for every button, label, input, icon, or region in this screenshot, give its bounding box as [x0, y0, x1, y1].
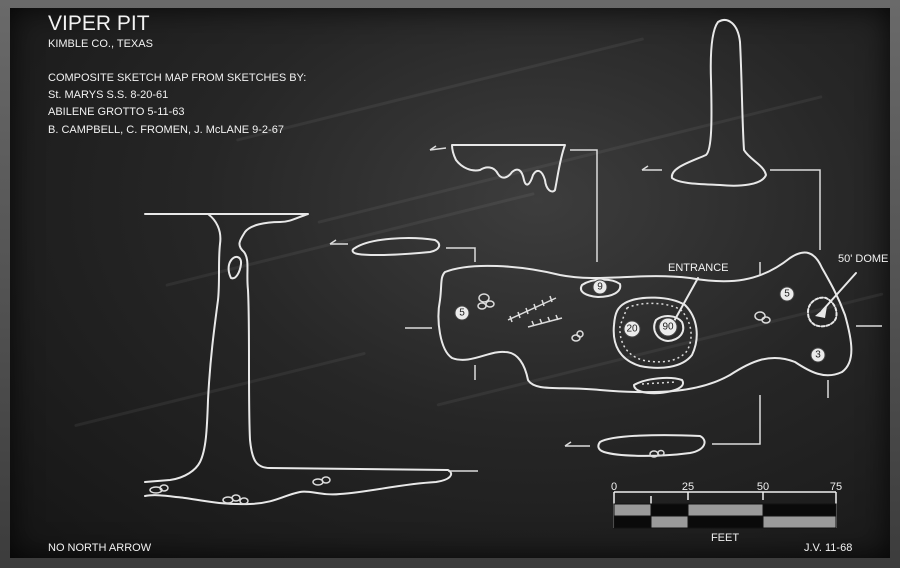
depth-marker-90: 90 [658, 317, 678, 337]
main-passage-outline [437, 251, 853, 394]
side-passage-middle [351, 237, 441, 257]
no-north-arrow-note: NO NORTH ARROW [48, 542, 152, 554]
section-connector-lines [446, 149, 829, 445]
scale-tick-0: 0 [611, 481, 617, 493]
entrance-hole [653, 315, 685, 342]
side-passage-tall [670, 19, 767, 187]
author-initials-date: J.V. 11-68 [804, 542, 853, 554]
scale-unit: FEET [711, 532, 739, 544]
lower-pocket [633, 376, 684, 395]
credits-heading: COMPOSITE SKETCH MAP FROM SKETCHES BY: [48, 72, 307, 84]
svg-text:20: 20 [626, 324, 638, 335]
profile-tick-marks [405, 325, 882, 472]
side-passage-lower [597, 434, 706, 457]
scale-tick-25: 25 [682, 481, 694, 493]
scale-tick-50: 50 [757, 481, 769, 493]
dome-leader-line [821, 272, 857, 312]
scale-tick-75: 75 [830, 481, 842, 493]
location-label: KIMBLE CO., TEXAS [48, 38, 153, 50]
upper-pocket [580, 278, 622, 298]
entrance-pit-outline [612, 296, 698, 369]
profile-formation [227, 256, 243, 280]
depth-markers: 9 5 20 90 5 3 [454, 279, 826, 363]
side-passage-upper-left [451, 144, 566, 193]
orientation-arrows [329, 145, 662, 447]
svg-text:9: 9 [597, 282, 603, 293]
profile-section-outline [144, 213, 453, 506]
dome-outline [807, 296, 838, 328]
entrance-label: ENTRANCE [668, 262, 729, 274]
depth-marker-5-left: 5 [454, 305, 470, 321]
pit-drop-ticks [619, 302, 692, 363]
profile-floor-rocks [149, 476, 331, 505]
svg-text:3: 3 [815, 350, 821, 361]
svg-text:5: 5 [459, 308, 465, 319]
svg-text:90: 90 [662, 322, 674, 333]
credit-line-3: B. CAMPBELL, C. FROMEN, J. McLANE 9-2-67 [48, 124, 284, 136]
chalkboard-background [10, 8, 890, 558]
depth-marker-20: 20 [623, 320, 641, 338]
ledge-marks-1 [507, 295, 557, 323]
depth-marker-5-right: 5 [779, 286, 795, 302]
map-title: VIPER PIT [48, 12, 150, 35]
credit-line-2: ABILENE GROTTO 5-11-63 [48, 106, 185, 118]
dome-label: 50' DOME [838, 253, 889, 265]
depth-marker-9: 9 [592, 279, 608, 295]
breakdown-rocks [477, 293, 771, 342]
svg-text:5: 5 [784, 289, 790, 300]
depth-marker-3: 3 [810, 347, 826, 363]
scale-bar: 0 25 50 75 FEET [611, 481, 842, 544]
ledge-marks-2 [527, 314, 563, 328]
credit-line-1: St. MARYS S.S. 8-20-61 [48, 89, 169, 101]
